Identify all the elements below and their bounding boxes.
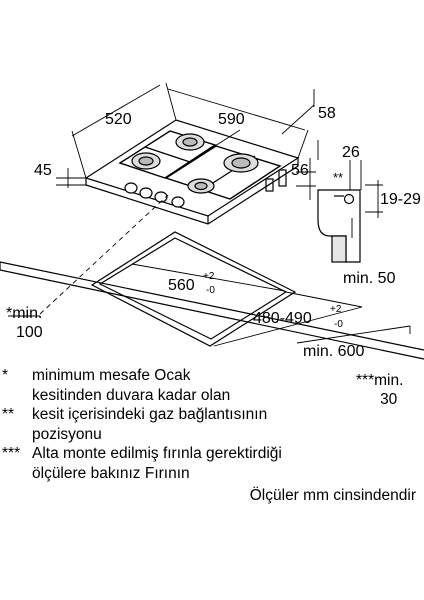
dim-19-29: 19-29 — [380, 191, 421, 208]
dim-min100-l1: *min. — [6, 305, 42, 322]
dimension-labels: 520 590 58 45 56 26 ** 19-29 min. 50 560… — [6, 105, 421, 360]
dim-560-tol-bottom: -0 — [206, 285, 215, 296]
dim-480-tol-top: +2 — [330, 304, 342, 315]
note-2-mark: ** — [2, 406, 15, 424]
note-1: * minimum mesafe Ocak kesitinden duvara … — [0, 366, 424, 405]
dim-min30-l2: 30 — [380, 391, 398, 408]
dim-min30-l1: ***min. — [356, 372, 404, 389]
dim-560-tol-top: +2 — [203, 271, 215, 282]
note-3: *** Alta monte edilmiş fırınla gerektird… — [0, 444, 424, 483]
note-2-line-1: kesit içerisindeki gaz bağlantısının — [32, 406, 268, 424]
dim-520: 520 — [105, 111, 132, 128]
dim-480-tol-bottom: -0 — [334, 319, 343, 330]
notes-block: * minimum mesafe Ocak kesitinden duvara … — [0, 366, 424, 484]
dim-lines-top — [71, 82, 319, 179]
hob-feet — [265, 169, 287, 192]
dim-min50: min. 50 — [343, 270, 396, 287]
note-3-mark: *** — [2, 445, 21, 463]
note-1-line-1: minimum mesafe Ocak — [32, 367, 191, 384]
section-detail — [317, 160, 383, 263]
countertop — [0, 261, 424, 360]
dim-lines-side — [56, 158, 316, 200]
wall-distance-dashed — [39, 194, 169, 315]
dim-26: 26 — [342, 144, 360, 161]
dim-58: 58 — [318, 105, 336, 122]
note-3-line-1: Alta monte edilmiş fırınla gerektirdiği — [32, 445, 282, 463]
dim-min100-l2: 100 — [16, 324, 43, 341]
dim-560: 560 — [168, 277, 195, 294]
note-1-mark: * — [2, 367, 9, 384]
gas-mark: ** — [333, 170, 343, 185]
dim-45: 45 — [34, 162, 52, 179]
note-2: ** kesit içerisindeki gaz bağlantısının … — [0, 405, 424, 444]
dim-480-490: 480-490 — [253, 310, 312, 327]
control-knobs — [124, 182, 185, 208]
dim-min30: ***min. 30 — [356, 371, 403, 409]
installation-drawing: 520 590 58 45 56 26 ** 19-29 min. 50 560… — [0, 82, 424, 360]
dim-56: 56 — [291, 162, 309, 179]
dim-lines-cutout — [131, 263, 411, 347]
unit-note: Ölçüler mm cinsindendir — [249, 487, 416, 504]
dim-590: 590 — [218, 111, 245, 128]
burners — [131, 133, 259, 194]
note-2-line-2: pozisyonu — [32, 425, 102, 443]
note-1-line-2: kesitinden duvara kadar olan — [32, 386, 231, 404]
dim-min600: min. 600 — [303, 343, 364, 360]
note-3-line-2: ölçülere bakınız Fırının — [32, 464, 190, 482]
